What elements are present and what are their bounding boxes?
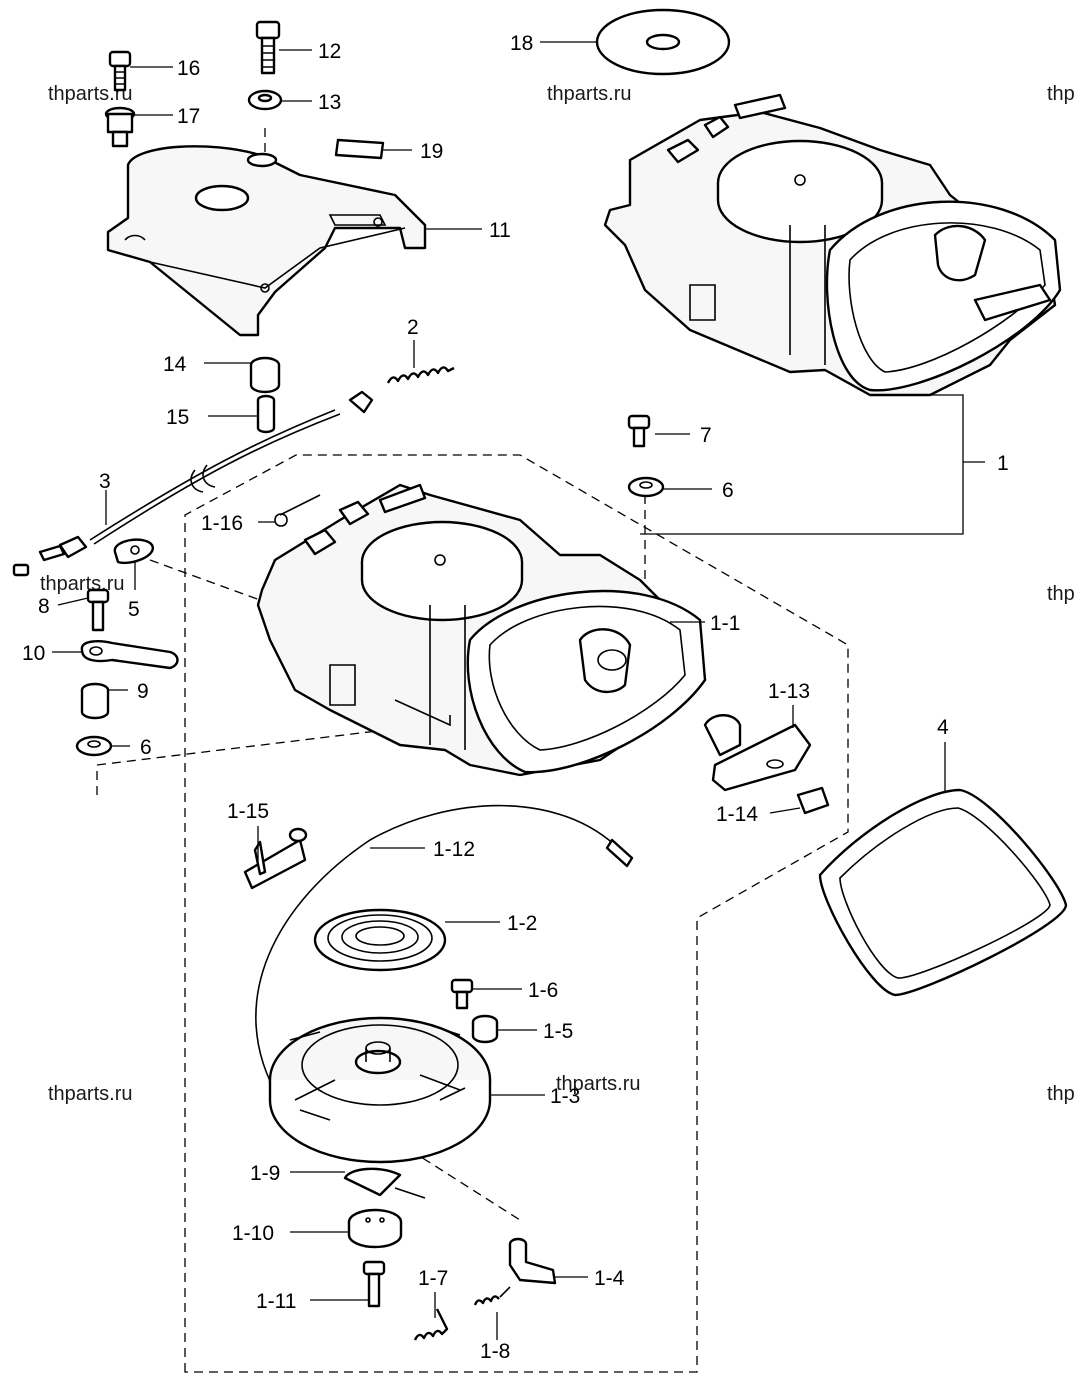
watermark: thparts.ru	[547, 83, 631, 105]
rope-end	[605, 838, 634, 868]
callout-1-4: 1-4	[594, 1267, 625, 1290]
guide-bracket-1-15	[243, 827, 308, 890]
spacer-15	[256, 394, 276, 434]
drive-plate-1-10	[347, 1208, 403, 1249]
leader-1	[640, 394, 964, 535]
watermark: thparts.ru	[1047, 83, 1074, 105]
callout-1-5: 1-5	[543, 1020, 573, 1043]
small-spring-1-16	[274, 494, 321, 527]
leader-8	[57, 597, 89, 606]
bracket-10	[80, 640, 179, 670]
watermark: thparts.ru	[1047, 1083, 1074, 1105]
callout-3: 3	[99, 470, 111, 493]
callout-11: 11	[489, 219, 511, 242]
callout-1-7: 1-7	[418, 1267, 448, 1290]
callout-1-16: 1-16	[201, 512, 243, 535]
starter-housing-1-1	[256, 483, 707, 777]
collar-14	[249, 356, 281, 394]
callout-1-13: 1-13	[768, 680, 810, 703]
bolt-1-11	[362, 1260, 386, 1308]
callout-16: 16	[177, 57, 200, 80]
washer-6-right	[627, 476, 665, 498]
bolt-1-6	[450, 978, 474, 1010]
recoil-starter-assembly-1	[603, 93, 1062, 397]
watermark: thparts.ru	[1047, 583, 1074, 605]
callout-1-14: 1-14	[716, 803, 758, 826]
bolt-8	[86, 588, 110, 632]
callout-6b: 6	[722, 479, 734, 502]
spring-2	[386, 366, 455, 384]
callout-2: 2	[407, 316, 419, 339]
callout-1: 1	[997, 452, 1009, 475]
bolt-12	[255, 20, 281, 75]
gasket-4	[818, 788, 1068, 997]
ratchet-1-4	[508, 1237, 557, 1285]
alignment-line	[96, 729, 386, 795]
callout-1-9: 1-9	[250, 1162, 280, 1185]
callout-1-10: 1-10	[232, 1222, 274, 1245]
throttle-cable-3	[12, 390, 374, 577]
spring-1-8	[473, 1286, 511, 1306]
starter-handle-1-13	[703, 714, 812, 792]
label-plate-19	[334, 138, 385, 160]
callout-1-11: 1-11	[256, 1290, 296, 1313]
pawl-1-9	[343, 1167, 402, 1197]
callout-12: 12	[318, 40, 341, 63]
callout-15: 15	[166, 406, 189, 429]
callout-7: 7	[700, 424, 712, 447]
spring-1-7	[413, 1308, 449, 1341]
handle-clip-1-14	[796, 786, 830, 815]
callout-5: 5	[128, 598, 140, 621]
callout-1-6: 1-6	[528, 979, 558, 1002]
callout-1-12: 1-12	[433, 838, 475, 861]
cover-11	[106, 145, 427, 337]
collar-9	[80, 682, 110, 720]
washer-13	[247, 89, 283, 111]
watermark: thparts.ru	[48, 1083, 132, 1105]
callout-8: 8	[38, 595, 50, 618]
leader-1-14	[769, 807, 801, 814]
callout-19: 19	[420, 140, 443, 163]
callout-1-3: 1-3	[550, 1085, 580, 1108]
alignment-line	[409, 1149, 521, 1221]
washer-6-left	[75, 735, 113, 757]
callout-13: 13	[318, 91, 341, 114]
cable-clamp-5	[113, 538, 154, 565]
callout-6a: 6	[140, 736, 152, 759]
rope-reel-1-3	[268, 1016, 492, 1164]
bolt-7	[627, 414, 651, 448]
watermark: thparts.ru	[40, 573, 124, 595]
watermark: thparts.ru	[556, 1073, 640, 1095]
callout-1-8: 1-8	[480, 1340, 510, 1363]
callout-1-15: 1-15	[227, 800, 269, 823]
alignment-line	[149, 559, 261, 601]
watermark: thparts.ru	[48, 83, 132, 105]
callout-10: 10	[22, 642, 45, 665]
callout-17: 17	[177, 105, 200, 128]
decal-disc	[595, 8, 731, 76]
callout-1-1: 1-1	[710, 612, 740, 635]
callout-4: 4	[937, 716, 949, 739]
callout-9: 9	[137, 680, 149, 703]
callout-18: 18	[510, 32, 533, 55]
collar-17	[104, 106, 136, 148]
collar-1-5	[471, 1014, 499, 1044]
callout-1-2: 1-2	[507, 912, 537, 935]
starter-rope-1-12	[255, 804, 621, 1101]
pawl-spring	[394, 1187, 426, 1199]
recoil-spring-1-2	[313, 908, 447, 972]
bolt-16	[108, 50, 132, 92]
callout-14: 14	[163, 353, 187, 376]
